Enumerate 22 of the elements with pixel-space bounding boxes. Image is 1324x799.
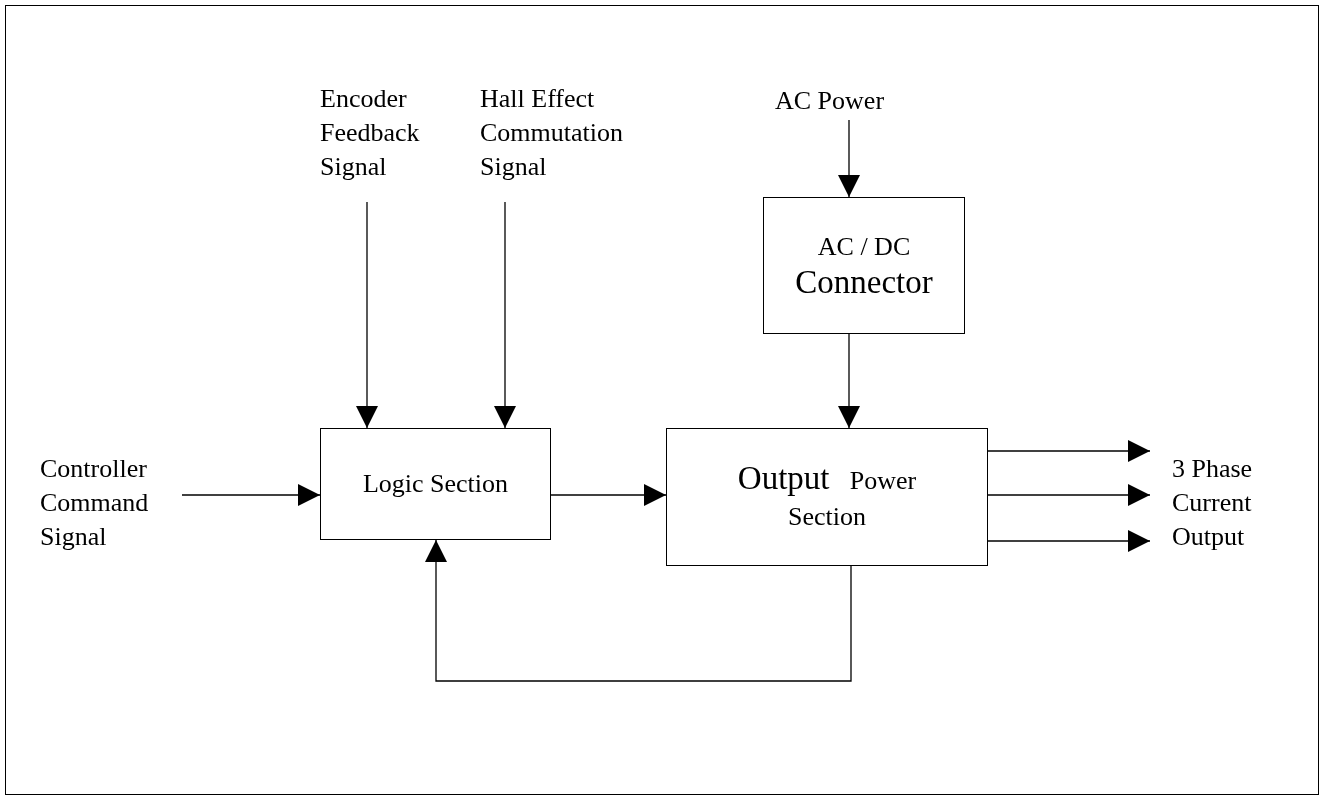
arrow (494, 201, 516, 429)
arrow (838, 119, 860, 198)
arrow (356, 201, 378, 429)
arrow (425, 539, 852, 682)
box-label: AC / DC (817, 230, 911, 263)
arrow (987, 440, 1151, 462)
box-label: Logic Section (362, 468, 509, 500)
box-label: Connector (795, 262, 933, 301)
signal-label: AC Power (775, 85, 885, 117)
block-box (763, 197, 965, 334)
arrow (987, 530, 1151, 552)
block-box (320, 428, 551, 540)
block-box (666, 428, 988, 566)
box-label: Output Power Section (736, 459, 918, 533)
signal-label: Hall Effect Commutation Signal (480, 83, 624, 183)
signal-label: 3 Phase Current Output (1171, 453, 1254, 553)
arrow (550, 484, 667, 506)
arrow (838, 333, 860, 429)
arrow (181, 484, 321, 506)
signal-label: Encoder Feedback Signal (320, 83, 421, 183)
arrow (987, 484, 1151, 506)
signal-label: Controller Command Signal (40, 453, 150, 553)
